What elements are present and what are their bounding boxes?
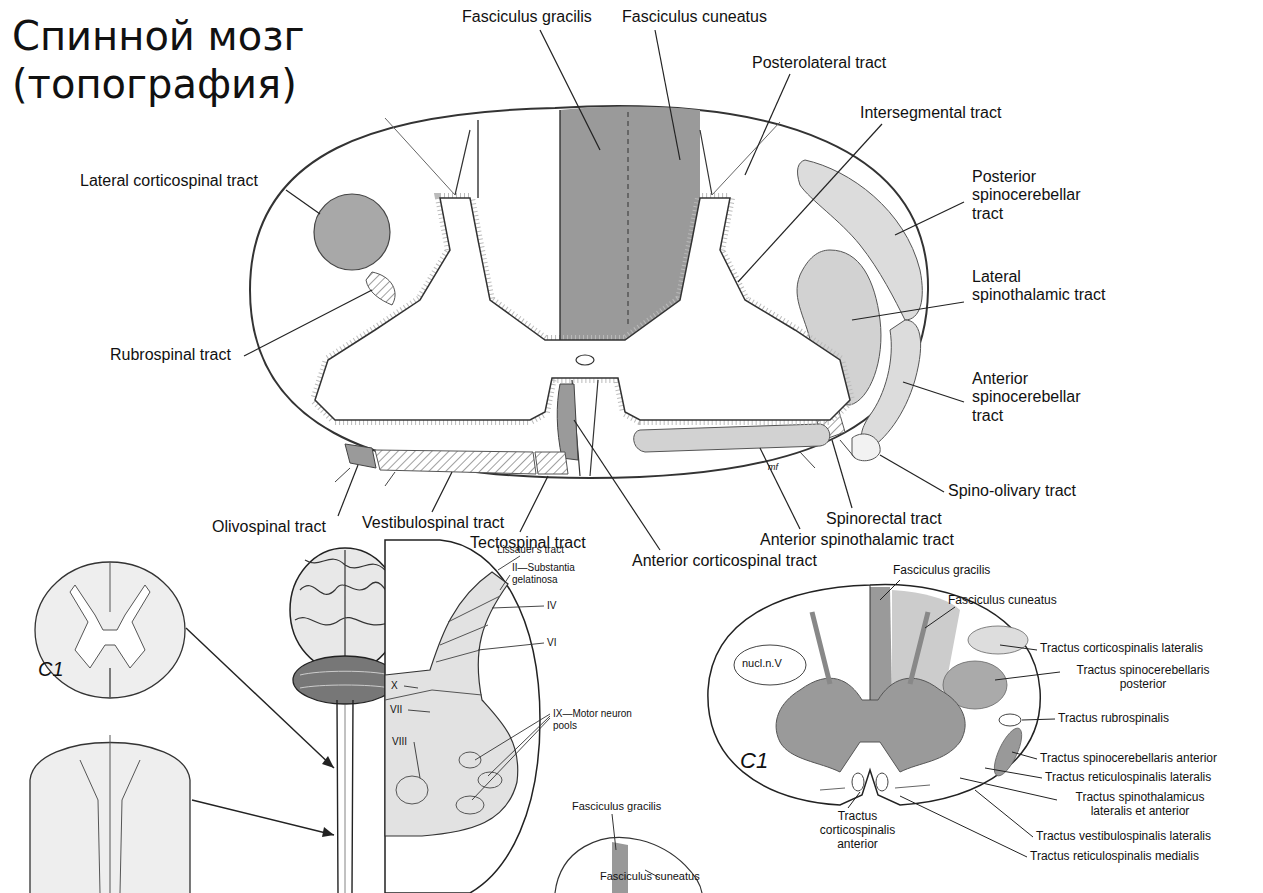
main-cross-section <box>250 106 928 486</box>
lamina-label: IV <box>547 600 556 612</box>
lamina-label: X <box>391 680 398 692</box>
level-sections <box>30 562 190 893</box>
lamina-label: IX—Motor neuron pools <box>553 708 648 731</box>
tract-label: Fasciculus gracilis <box>462 8 592 26</box>
lamina-label: VII <box>390 704 402 716</box>
laminae-diagram <box>385 540 550 893</box>
tract-label: Tractus reticulospinalis lateralis <box>1045 771 1211 785</box>
brain-illustration <box>186 548 400 893</box>
tract-label: Rubrospinal tract <box>110 346 231 364</box>
tract-label: Olivospinal tract <box>212 518 326 536</box>
tract-label: Intersegmental tract <box>860 104 1001 122</box>
signature: mf <box>768 462 778 472</box>
tract-label: Anterior spinocerebellar tract <box>972 370 1107 425</box>
c1-leader-lines <box>848 580 1060 857</box>
tract-label: Lateral corticospinal tract <box>80 172 258 190</box>
tract-label: Vestibulospinal tract <box>362 514 504 532</box>
tract-label: Spinorectal tract <box>826 510 942 528</box>
tract-label: Fasciculus cuneatus <box>948 594 1057 608</box>
tract-label: Lateral spinothalamic tract <box>972 268 1107 305</box>
c1-section <box>708 585 1040 805</box>
tract-label: Fasciculus cuneatus <box>600 870 700 883</box>
leader-lines <box>244 30 964 550</box>
tract-label: Anterior spinothalamic tract <box>760 531 954 549</box>
lamina-label: VIII <box>392 736 407 748</box>
tract-label: Tractus spinothalamicus lateralis et ant… <box>1060 791 1220 819</box>
lamina-label: II—Substantia gelatinosa <box>512 562 607 585</box>
lamina-label: Lissauer's tract <box>497 544 564 556</box>
tract-label: Tractus reticulospinalis medialis <box>1030 850 1199 864</box>
tract-label: Tractus spinocerebellaris posterior <box>1063 664 1223 692</box>
tract-label: Spino-olivary tract <box>948 482 1076 500</box>
tract-label: Tractus spinocerebellaris anterior <box>1040 752 1217 766</box>
tract-label: Tractus rubrospinalis <box>1058 712 1169 726</box>
lamina-label: VI <box>547 637 556 649</box>
tract-label: Posterior spinocerebellar tract <box>972 168 1107 223</box>
tract-label: Anterior corticospinal tract <box>632 552 817 570</box>
tract-label: Fasciculus gracilis <box>572 800 661 813</box>
nucleus-label: nucl.n.V <box>742 657 782 670</box>
tract-label: Fasciculus cuneatus <box>622 8 767 26</box>
fragment-section <box>555 814 702 893</box>
tract-label: Tractus corticospinalis anterior <box>800 810 915 851</box>
tract-label: Tractus corticospinalis lateralis <box>1040 642 1203 656</box>
tract-label: Fasciculus gracilis <box>893 564 990 578</box>
level-label: C1 <box>740 748 768 773</box>
page-title: Спинной мозг (топография) <box>12 12 342 108</box>
tract-label: Posterolateral tract <box>752 54 886 72</box>
tract-label: Tractus vestibulospinalis lateralis <box>1036 830 1211 844</box>
level-label: C1 <box>38 658 64 681</box>
